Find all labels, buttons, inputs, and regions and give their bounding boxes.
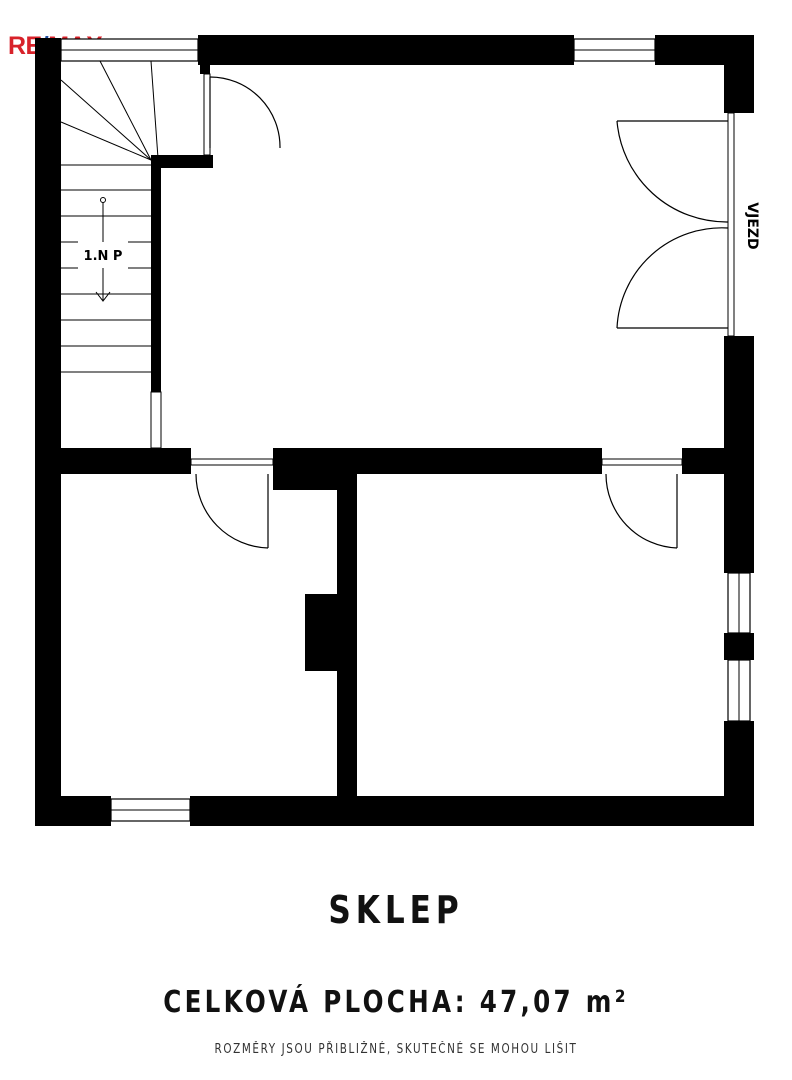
- door-post: [200, 60, 210, 74]
- wall-right-middle: [724, 336, 754, 573]
- wall-top: [198, 35, 574, 65]
- chimney: [305, 594, 337, 671]
- disclaimer: ROZMĚRY JSOU PŘIBLIŽNÉ, SKUTEČNÉ SE MOHO…: [214, 1042, 578, 1057]
- window-glass: [61, 49, 740, 811]
- wall-mid-right: [682, 448, 724, 474]
- wall-right-upper: [724, 35, 754, 113]
- floor-plan: 1.N P VJEZD: [35, 35, 760, 826]
- wall-mid-block: [273, 448, 337, 490]
- staircase: [60, 60, 159, 373]
- wall-left: [35, 38, 61, 826]
- stair-start-icon: [100, 197, 106, 203]
- wall-mid-left: [61, 448, 191, 474]
- wall-bottom-left: [35, 796, 111, 826]
- wall-interior-vertical: [337, 474, 357, 796]
- door-swings: [195, 76, 729, 549]
- door-frames: [150, 73, 735, 466]
- total-area: CELKOVÁ PLOCHA: 47,07 m²: [163, 985, 629, 1020]
- wall-right-pier: [724, 633, 754, 660]
- wall-right-lower: [724, 721, 754, 826]
- stair-wall-top: [151, 155, 213, 168]
- wall-bottom-right: [190, 796, 754, 826]
- entrance-label: VJEZD: [744, 202, 760, 249]
- stair-wall: [151, 157, 161, 392]
- floor-name: SKLEP: [328, 888, 464, 932]
- walls: [35, 35, 754, 826]
- stair-label: 1.N P: [84, 249, 123, 264]
